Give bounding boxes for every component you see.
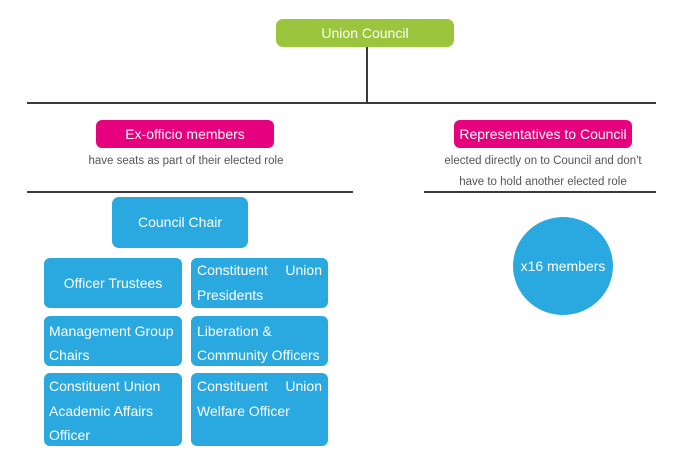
- representatives-title: Representatives to Council: [459, 126, 627, 142]
- representatives-note: elected directly on to Council and don't…: [424, 151, 662, 193]
- ex-officio-note-text: have seats as part of their elected role: [88, 155, 284, 167]
- left-divider: [27, 191, 353, 193]
- academic-officer-label: Constituent Union Academic Affairs Offic…: [49, 378, 161, 443]
- connector-horizontal: [27, 102, 656, 104]
- officer-trustees-label: Officer Trustees: [63, 274, 163, 291]
- management-chairs-box: Management Group Chairs: [44, 316, 182, 366]
- constituent-presidents-label: Constituent Union Presidents: [197, 262, 322, 303]
- constituent-presidents-box: Constituent Union Presidents: [191, 258, 328, 308]
- connector-vertical: [366, 47, 368, 103]
- management-chairs-label: Management Group Chairs: [49, 323, 174, 363]
- representatives-note-line2: have to hold another elected role: [459, 176, 627, 188]
- representatives-header: Representatives to Council: [454, 120, 632, 148]
- ex-officio-note: have seats as part of their elected role: [40, 151, 332, 172]
- welfare-officer-label: Constituent Union Welfare Officer: [197, 378, 322, 419]
- academic-officer-box: Constituent Union Academic Affairs Offic…: [44, 373, 182, 446]
- ex-officio-header: Ex-officio members: [96, 120, 274, 148]
- union-council-label: Union Council: [321, 25, 409, 41]
- representatives-note-line1: elected directly on to Council and don't: [444, 155, 642, 167]
- liberation-officers-label: Liberation & Community Officers: [197, 323, 320, 363]
- liberation-officers-box: Liberation & Community Officers: [191, 316, 328, 366]
- members-circle: x16 members: [513, 217, 613, 315]
- officer-trustees-box: Officer Trustees: [44, 258, 182, 308]
- council-chair-label: Council Chair: [137, 214, 223, 230]
- welfare-officer-box: Constituent Union Welfare Officer: [191, 373, 328, 446]
- council-chair-box: Council Chair: [112, 197, 248, 248]
- ex-officio-title: Ex-officio members: [125, 126, 245, 142]
- members-count-label: x16 members: [520, 258, 606, 274]
- union-council-node: Union Council: [276, 19, 454, 47]
- right-divider: [424, 191, 656, 193]
